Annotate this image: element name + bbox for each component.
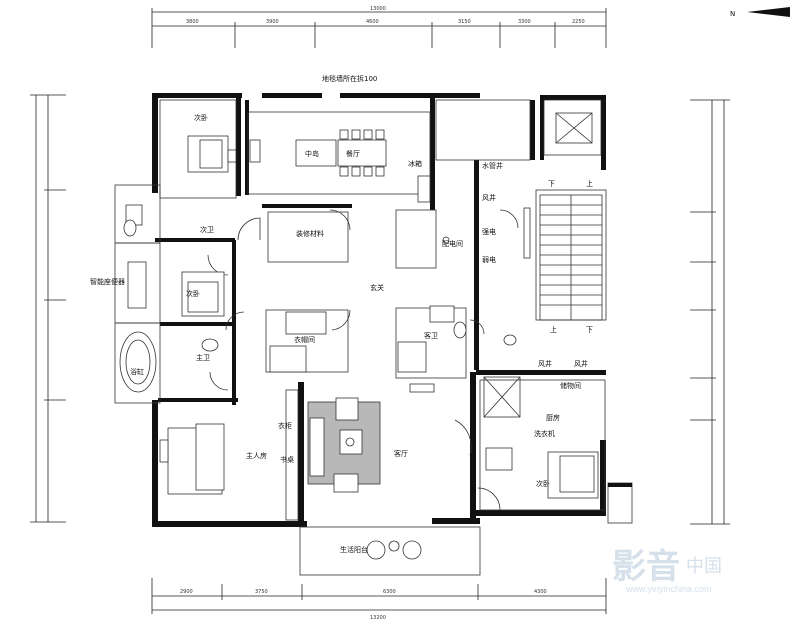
bedroom-a-furniture [187, 135, 237, 173]
left-dimension-chain [30, 94, 66, 523]
dining-set [249, 129, 431, 203]
label-balcony: 生活阳台 [340, 545, 368, 554]
label-fridge: 冰箱 [408, 159, 422, 168]
label-kitchen-small: 厨房 [546, 413, 560, 422]
label-bedroom-a: 次卧 [194, 113, 208, 122]
bottom-dim-3: 6300 [383, 589, 396, 595]
top-dim-2: 3900 [266, 19, 279, 25]
living-room-furniture [307, 397, 381, 493]
staircase [523, 194, 603, 321]
label-stair-up2: 上 [550, 325, 557, 334]
label-elec-a: 强电 [482, 227, 496, 236]
top-overall-dimension: 13000 [370, 6, 386, 12]
watermark-url: www.yinyinchina.com [625, 584, 712, 594]
door-swings [207, 209, 519, 511]
label-elec-b: 弱电 [482, 255, 496, 264]
label-stair-down2: 下 [586, 326, 593, 334]
label-water-well: 水管井 [482, 161, 503, 170]
label-main-bath: 主卫 [196, 353, 210, 362]
label-living: 客厅 [394, 449, 408, 458]
top-dimension-chain: 13000 3800 3900 4600 3150 3300 2250 [151, 6, 607, 48]
top-dim-3: 4600 [366, 19, 379, 25]
label-stair-down: 下 [548, 180, 555, 188]
bedroom-c-furniture [485, 447, 599, 499]
label-shoe: 储物间 [560, 381, 581, 390]
label-study: 书桌 [280, 455, 294, 464]
label-wind-well-a: 风井 [482, 193, 496, 202]
balcony-chairs [366, 540, 422, 560]
label-laundry: 洗衣机 [534, 429, 555, 438]
bath-fixtures [119, 204, 517, 393]
label-note-top: 地毯墙所在拆100 [322, 74, 377, 83]
label-cloak: 衣帽间 [294, 335, 315, 344]
label-dining: 餐厅 [346, 149, 360, 158]
master-bedroom-furniture [159, 389, 299, 521]
top-dim-1: 3800 [186, 19, 199, 25]
right-dimension-chain [690, 99, 730, 525]
watermark-main: 影音 [612, 548, 680, 586]
label-stair-up: 上 [586, 179, 593, 188]
bottom-dim-4: 4300 [534, 589, 547, 595]
label-wardrobe: 衣柜 [278, 421, 292, 430]
watermark: 影音 中国 www.yinyinchina.com [612, 548, 722, 594]
compass-label: N [730, 10, 735, 18]
exterior-walls [152, 93, 606, 527]
top-dim-6: 2250 [572, 19, 585, 25]
bottom-overall-dimension: 13200 [370, 615, 386, 621]
label-utility: 装修材料 [296, 229, 324, 238]
label-bedroom-c: 次卧 [536, 479, 550, 488]
interior-walls [155, 96, 606, 405]
label-smart-toilet: 智能座便器 [90, 277, 125, 286]
bedroom-b-furniture [181, 271, 225, 317]
label-master: 主人房 [246, 451, 267, 460]
bottom-dimension-chain: 13200 2900 3750 6300 4300 [151, 578, 607, 621]
watermark-sub: 中国 [686, 556, 722, 576]
label-foyer: 玄关 [370, 283, 384, 292]
label-wind-well-c: 风井 [574, 359, 588, 368]
label-elec-room: 配电间 [442, 239, 463, 248]
label-powder: 客卫 [424, 331, 438, 340]
room-labels: 地毯墙所在拆100 中岛 餐厅 冰箱 次卧 次卫 装修材料 智能座便器 次卧 主… [90, 74, 593, 554]
label-bedroom-b: 次卧 [186, 289, 200, 298]
bottom-dim-1: 2900 [180, 589, 193, 595]
top-dim-4: 3150 [458, 19, 471, 25]
north-arrow-icon: N [730, 7, 790, 18]
bottom-dim-2: 3750 [255, 589, 268, 595]
label-bath-a: 次卫 [200, 225, 214, 234]
label-island: 中岛 [305, 149, 319, 158]
label-bathtub: 浴缸 [130, 367, 144, 376]
top-dim-5: 3300 [518, 19, 531, 25]
label-wind-well-b: 风井 [538, 359, 552, 368]
foyer-cabinets [269, 236, 450, 373]
